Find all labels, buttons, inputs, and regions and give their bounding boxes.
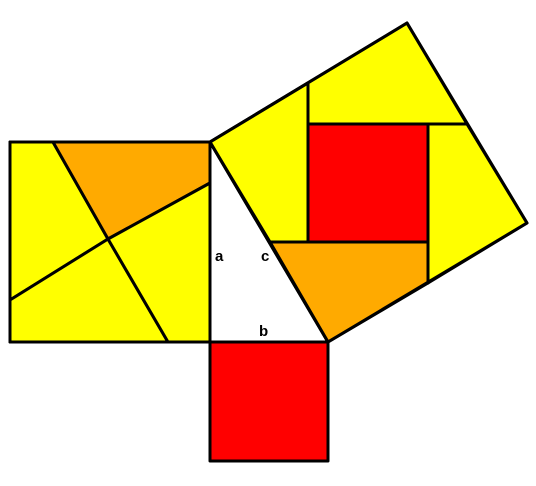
hyp-square-piece-right [426, 122, 529, 285]
hyp-square-center-red [306, 122, 430, 244]
label-side-c: c [261, 248, 269, 265]
label-side-b: b [259, 323, 268, 340]
hyp-square-outline [208, 21, 529, 344]
bottom-square-fill [208, 340, 330, 463]
bottom-square [208, 340, 330, 463]
left-square [8, 140, 212, 344]
hypotenuse-square [208, 21, 529, 344]
label-side-a: a [215, 248, 224, 265]
